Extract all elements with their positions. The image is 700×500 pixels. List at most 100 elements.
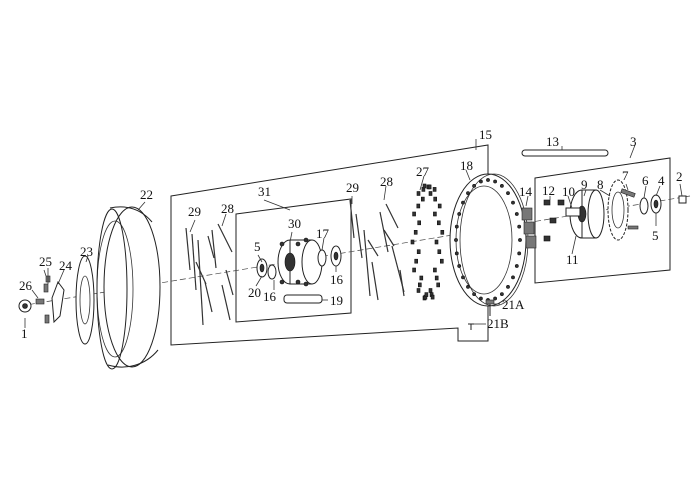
callout-17: 17 [316,226,330,241]
callout-9: 9 [581,177,588,192]
callout-31: 31 [258,184,271,199]
callout-14: 14 [519,184,533,199]
callout-3: 3 [630,134,637,149]
rim-hole [511,200,515,205]
nipple [419,275,424,281]
callout-21A: 21A [502,297,525,312]
nipple [412,267,416,273]
tire-22 [96,206,161,370]
nipple [430,294,435,300]
callout-19: 19 [330,293,343,308]
nipple [424,292,429,297]
rim-hole [517,224,522,229]
brake-disc-23 [75,255,95,345]
callout-29-left: 29 [188,204,201,219]
nipple [434,239,439,245]
callout-26: 26 [19,278,33,293]
rim-hole [511,275,515,280]
seal-20 [267,264,277,280]
hub-subassembly-box-31 [235,198,352,323]
callout-16-left: 16 [263,289,277,304]
callout-2: 2 [676,169,683,184]
callout-16-right: 16 [330,272,344,287]
valve-21A [485,299,495,316]
rim-hole [466,191,470,196]
bolts-12 [543,199,565,242]
nipple [410,239,415,245]
nipple [417,282,422,288]
nipple [439,258,444,264]
rim-hole [457,264,462,268]
rim-hole [454,251,459,256]
callout-10: 10 [562,184,575,199]
nipple [422,183,427,189]
bearing-5-left [256,258,268,278]
nipple [433,267,437,273]
spacer-19 [283,294,323,304]
nipple [437,203,442,209]
nipple [413,230,418,235]
nipple [417,220,422,226]
valve-cap-21B [468,323,474,330]
callout-24: 24 [59,258,73,273]
sprocket-carrier-9-10 [565,189,605,239]
callout-28-left: 28 [221,201,234,216]
left-hardware [18,275,51,324]
nipple [414,258,419,264]
rim-hole [486,178,490,182]
callout-13: 13 [546,134,559,149]
rim-hole [472,183,477,188]
rim-hole [499,183,504,188]
callout-22: 22 [140,187,153,202]
nipple [434,275,439,281]
nipple [437,249,442,254]
wheel-assembly-box-15 [170,144,489,346]
nipple [416,249,421,254]
rim-hole [517,251,522,256]
spacer-6 [639,197,649,215]
spokes-left [185,223,234,326]
nipple [433,211,437,217]
nipple [440,230,445,235]
callout-labels: 1 2 3 4 5 5 6 7 8 9 10 11 12 13 14 15 16… [19,127,683,341]
nipple [427,184,432,190]
nipple [436,282,441,288]
studs-7 [620,188,639,230]
spokes-right [349,199,405,301]
callout-8: 8 [597,177,604,192]
nipple [436,220,441,226]
rim-hole [454,224,459,229]
rim-hole [499,292,504,297]
axle-13 [521,149,609,157]
sprocket-cover-24 [51,280,65,324]
hub-30 [277,237,323,287]
bearing-16-17 [317,245,342,267]
rim-hole [461,200,465,205]
nipple [420,196,425,202]
callout-11: 11 [566,252,579,267]
nipple [428,191,433,196]
rim-hole [518,238,522,242]
callout-5-right: 5 [652,228,659,243]
rim-hole [454,238,458,242]
rim-hole [514,212,519,216]
callout-5-left: 5 [254,239,261,254]
callout-20: 20 [248,285,261,300]
callout-12: 12 [542,183,555,198]
callout-15: 15 [479,127,492,142]
rim-hole [466,284,470,289]
nipple [428,288,433,293]
callout-18: 18 [460,158,473,173]
callout-23: 23 [80,244,93,259]
rim-hole [493,179,498,184]
rim-hole [478,296,483,301]
rim-hole [506,191,510,196]
callout-28-right: 28 [380,174,393,189]
callout-21B: 21B [487,316,509,331]
nipple [432,187,437,192]
rim-18 [449,173,529,307]
callout-25: 25 [39,254,52,269]
nut-2 [678,195,687,204]
rim-hole [472,292,477,297]
leader-lines [24,139,683,328]
